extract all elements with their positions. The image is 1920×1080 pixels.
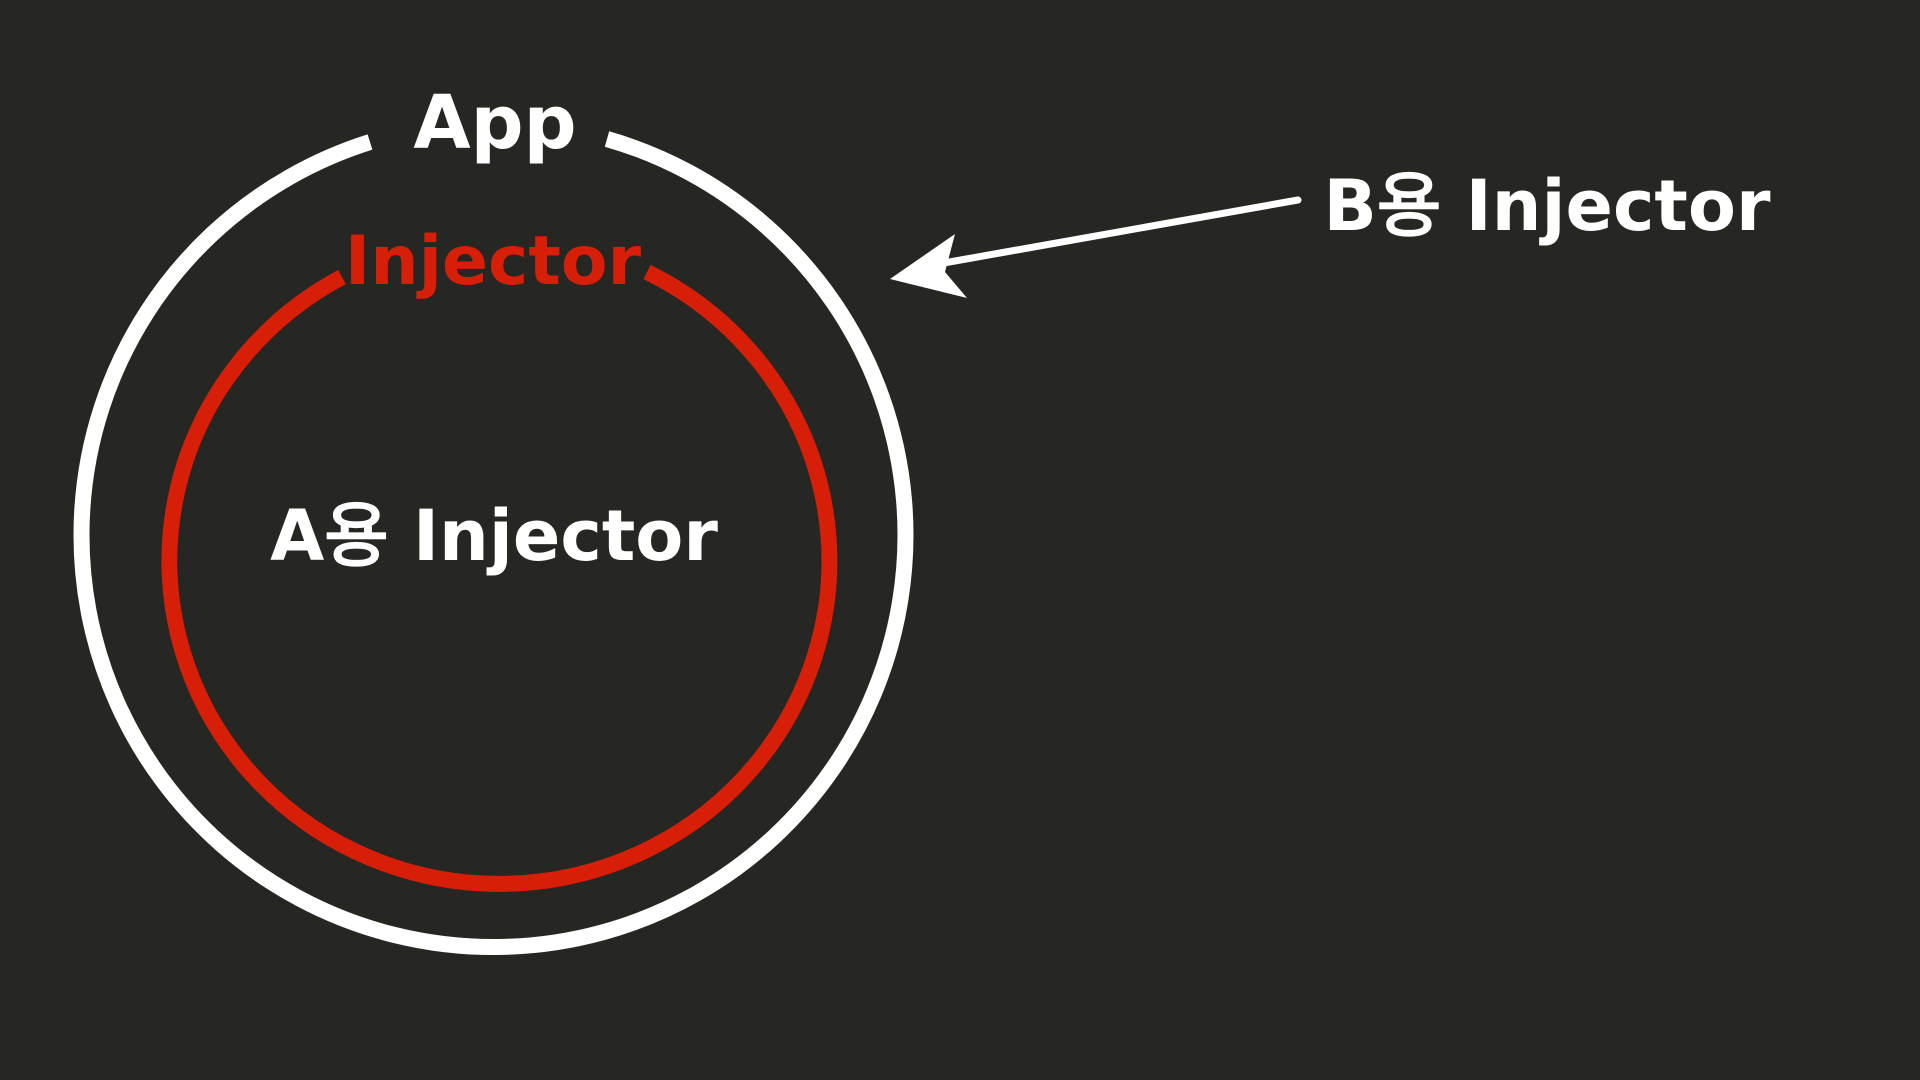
injector-label: Injector xyxy=(345,222,642,301)
app-label: App xyxy=(413,80,576,166)
app-scope-ring xyxy=(73,131,914,956)
arrow-icon xyxy=(890,196,1302,298)
center-injector-label: A용 Injector xyxy=(270,495,718,577)
injector-scope-ring xyxy=(161,264,838,892)
external-injector-label: B용 Injector xyxy=(1323,165,1771,247)
